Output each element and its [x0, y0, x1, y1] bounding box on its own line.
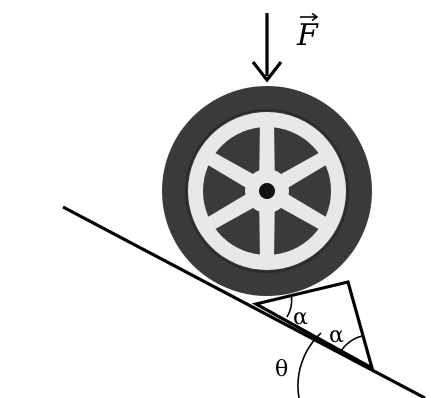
force-label: F [296, 18, 319, 53]
arrow-down-icon [251, 13, 283, 83]
force-arrow-head [251, 61, 283, 83]
alpha-lower-label: α [329, 323, 344, 348]
force-label-group: F [296, 12, 319, 53]
theta-arc [297, 332, 322, 398]
theta-label: θ [275, 357, 288, 382]
alpha-upper-arc [286, 296, 293, 318]
alpha-lower-arc [340, 335, 363, 352]
incline-line [62, 205, 426, 398]
wedge-block [251, 280, 375, 372]
hub-center [259, 183, 275, 199]
tire-inner-edge [185, 109, 349, 273]
wheel-icon [162, 86, 372, 296]
alpha-upper-label: α [293, 305, 308, 330]
vector-arrow-head [311, 12, 319, 22]
